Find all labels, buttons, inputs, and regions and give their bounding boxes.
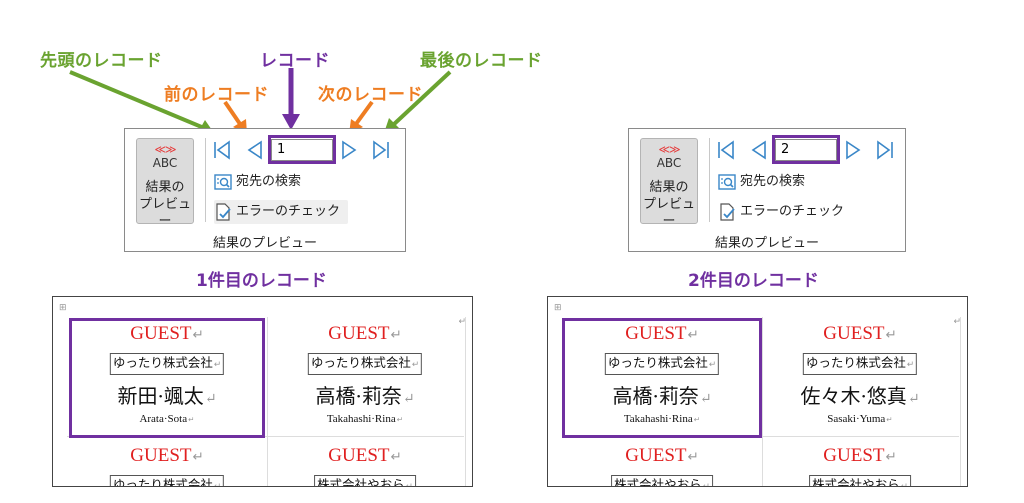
mailings-preview-group-2: ≪≫ ABC 結果の プレビュー 2 宛先の検索 エラーのチェック — [628, 128, 906, 252]
find-recipient-icon — [718, 173, 736, 190]
return-mark-icon: ↵ — [953, 317, 961, 327]
record-highlight — [772, 135, 840, 164]
label-cell: GUEST↵ ゆったり株式会社↵ 高橋·莉奈↵ Takahashi·Rina↵ — [267, 317, 463, 435]
romaji-text: Takahashi·Rina — [623, 413, 693, 425]
check-errors-button[interactable]: エラーのチェック — [214, 200, 349, 224]
annotation-last-record: 最後のレコード — [420, 51, 543, 71]
current-record-highlight — [69, 318, 265, 438]
guest-text: GUEST — [625, 445, 687, 466]
label-cell: GUEST↵ ゆったり株式会社↵ — [69, 439, 265, 487]
last-record-icon[interactable] — [876, 140, 894, 160]
name-text: 高橋·莉奈 — [612, 384, 699, 408]
find-recipient-button[interactable]: 宛先の検索 — [214, 170, 301, 194]
cell-divider — [762, 317, 763, 486]
preview-abc-label: ABC — [656, 156, 682, 170]
labels-document-1: ⊞ ↵ GUEST↵ ゆったり株式会社↵ 新田·颯太↵ Arata·Sota↵ … — [52, 296, 473, 487]
romaji-text: Sasaki·Yuma — [827, 413, 886, 425]
next-record-icon[interactable] — [340, 140, 358, 160]
table-move-handle-icon[interactable]: ⊞ — [59, 303, 67, 313]
annotation-record: レコード — [260, 51, 330, 71]
preview-label-line1: 結果の — [649, 180, 689, 195]
check-errors-icon — [720, 202, 735, 221]
annotation-prev-record: 前のレコード — [164, 85, 269, 105]
previous-record-icon[interactable] — [750, 140, 768, 160]
table-move-handle-icon[interactable]: ⊞ — [554, 303, 562, 313]
current-record-highlight — [562, 318, 762, 438]
guest-text: GUEST — [130, 323, 192, 344]
previous-record-icon[interactable] — [246, 140, 264, 160]
label-cell: GUEST↵ ゆったり株式会社↵ 高橋·莉奈↵ Takahashi·Rina↵ — [564, 317, 760, 435]
title-first-record: 1件目のレコード — [196, 271, 327, 291]
first-record-icon[interactable] — [717, 140, 735, 160]
name-text: 高橋·莉奈 — [315, 384, 402, 408]
last-record-icon[interactable] — [372, 140, 390, 160]
check-errors-icon — [216, 202, 231, 221]
company-text: 株式会社やおら — [812, 477, 900, 487]
check-errors-button[interactable]: エラーのチェック — [718, 200, 844, 224]
guest-text: GUEST — [823, 323, 885, 344]
find-recipient-icon — [214, 173, 232, 190]
record-number-input[interactable]: 1 — [271, 139, 333, 161]
label-cell: GUEST↵ ゆったり株式会社↵ 新田·颯太↵ Arata·Sota↵ — [69, 317, 265, 435]
label-cell: GUEST↵ 株式会社やおら↵ — [762, 439, 958, 487]
company-text: ゆったり株式会社 — [112, 477, 213, 487]
name-text: 新田·颯太 — [117, 384, 204, 408]
guest-text: GUEST — [328, 323, 390, 344]
company-text: ゆったり株式会社 — [112, 355, 213, 370]
guest-text: GUEST — [130, 445, 192, 466]
annotation-next-record: 次のレコード — [318, 85, 423, 105]
romaji-text: Takahashi·Rina — [326, 413, 396, 425]
find-recipient-label: 宛先の検索 — [740, 174, 806, 189]
guest-text: GUEST — [823, 445, 885, 466]
record-number-input[interactable]: 2 — [775, 139, 837, 161]
name-text: 佐々木·悠真 — [800, 384, 907, 408]
group-label: 結果のプレビュー — [212, 236, 317, 251]
cell-divider — [267, 317, 268, 486]
title-second-record: 2件目のレコード — [688, 271, 819, 291]
guest-text: GUEST — [625, 323, 687, 344]
company-text: 株式会社やおら — [614, 477, 702, 487]
row-divider — [67, 436, 464, 437]
find-recipient-button[interactable]: 宛先の検索 — [718, 170, 805, 194]
romaji-text: Arata·Sota — [139, 413, 188, 425]
label-cell: GUEST↵ ゆったり株式会社↵ 佐々木·悠真↵ Sasaki·Yuma↵ — [800, 323, 920, 425]
company-text: ゆったり株式会社 — [805, 355, 906, 370]
preview-results-icon: ≪≫ — [658, 143, 680, 156]
return-mark-icon: ↵ — [458, 317, 466, 327]
preview-label-line2: プレビュー — [642, 197, 695, 229]
group-separator — [205, 138, 206, 222]
preview-label-line2: プレビュー — [138, 197, 191, 229]
record-highlight — [268, 135, 336, 164]
cell-divider — [960, 317, 961, 486]
label-cell: GUEST↵ 株式会社やおら↵ — [267, 439, 463, 487]
first-record-icon[interactable] — [213, 140, 231, 160]
cell-divider — [465, 317, 466, 486]
preview-abc-label: ABC — [152, 156, 178, 170]
group-label: 結果のプレビュー — [714, 236, 819, 251]
check-errors-label: エラーのチェック — [236, 204, 341, 219]
check-errors-label: エラーのチェック — [740, 204, 845, 219]
labels-document-2: ⊞ ↵ GUEST↵ ゆったり株式会社↵ 高橋·莉奈↵ Takahashi·Ri… — [547, 296, 968, 487]
guest-text: GUEST — [328, 445, 390, 466]
preview-label-line1: 結果の — [145, 180, 185, 195]
label-cell: GUEST↵ 株式会社やおら↵ — [564, 439, 760, 487]
group-separator — [709, 138, 710, 222]
next-record-icon[interactable] — [844, 140, 862, 160]
company-text: ゆったり株式会社 — [310, 355, 411, 370]
preview-results-button[interactable]: ≪≫ ABC 結果の プレビュー — [640, 138, 698, 229]
find-recipient-label: 宛先の検索 — [236, 174, 302, 189]
preview-results-icon: ≪≫ — [154, 143, 176, 156]
preview-results-button[interactable]: ≪≫ ABC 結果の プレビュー — [136, 138, 194, 229]
annotation-first-record: 先頭のレコード — [40, 51, 163, 71]
company-text: ゆったり株式会社 — [607, 355, 708, 370]
company-text: 株式会社やおら — [317, 477, 405, 487]
mailings-preview-group-1: ≪≫ ABC 結果の プレビュー 1 宛先の検索 エラーのチェック — [124, 128, 406, 252]
